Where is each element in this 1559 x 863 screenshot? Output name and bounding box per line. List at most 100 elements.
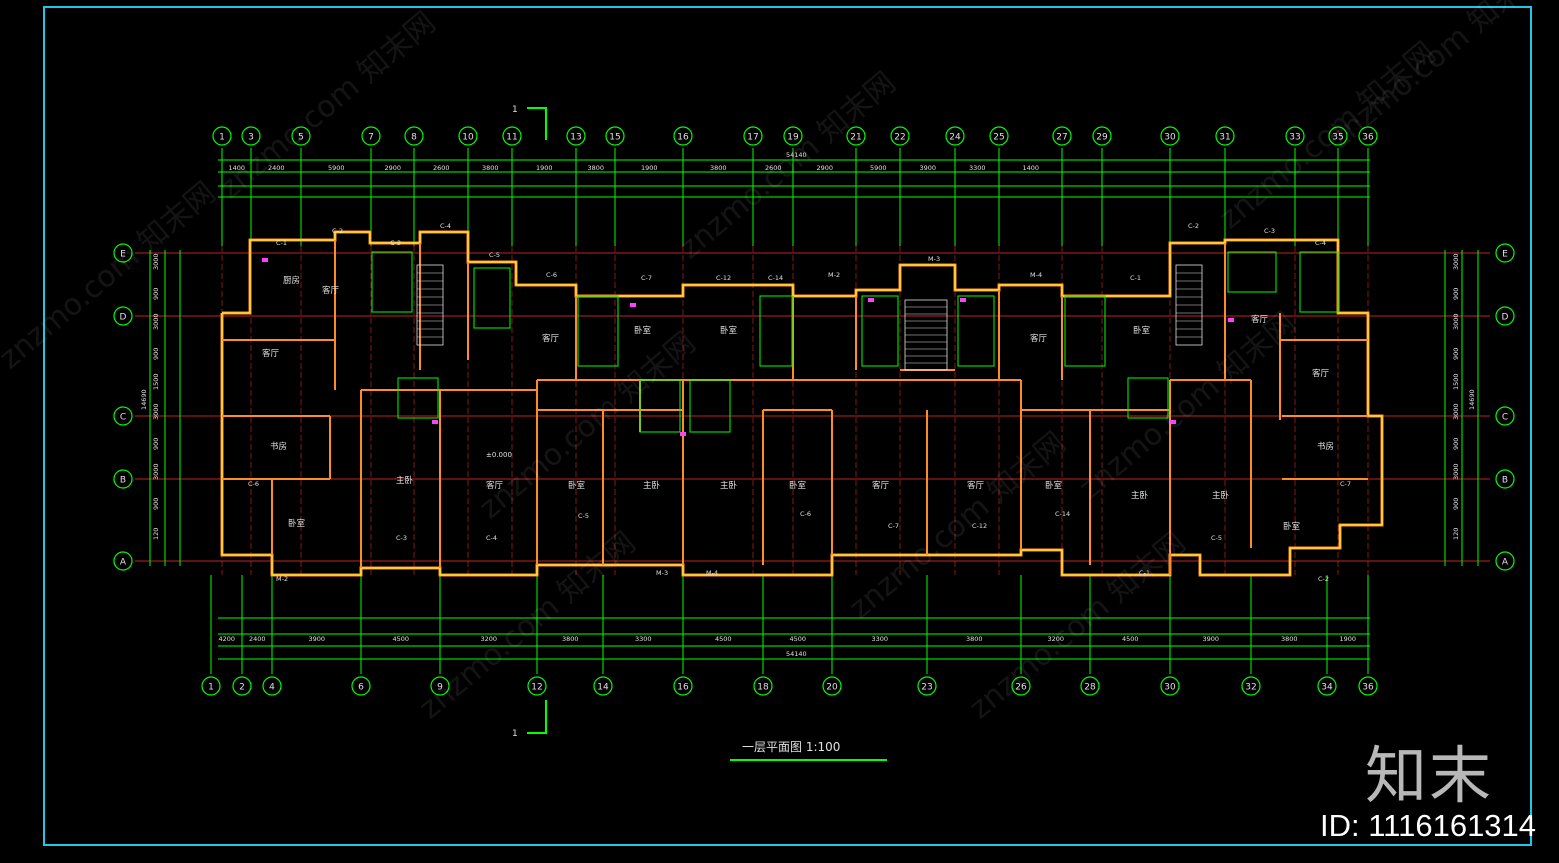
window-tag-26: C-3 [396,534,407,542]
axis-bubble-top-15-label: 15 [609,133,620,143]
axis-bubble-top-29-label: 29 [1096,133,1108,143]
axis-bubble-top-13-label: 13 [570,133,581,143]
dim-top-text: 2400 [268,164,285,172]
axis-bubble-top-30-circle [1160,126,1180,146]
watermark-tile-4: znzmo.com 知末网 [843,425,1073,626]
side-total-left: 14690 [140,389,148,410]
axis-bubble-top-36-label: 36 [1362,133,1374,143]
axis-bubble-top-17-label: 17 [747,133,758,143]
axis-bubble-bottom-18-label: 18 [757,683,769,693]
watermark-id: ID: 1116161314 [1320,808,1537,843]
axis-bubble-bottom-14-label: 14 [597,683,609,693]
window-tag-8: C-14 [768,274,783,282]
axis-bubble-top-22-label: 22 [894,133,905,143]
wet-area-3 [861,295,899,367]
window-tag-25: C-2 [1318,575,1329,583]
axis-bubble-top-25: 25 [989,126,1009,146]
dim-left-text: 3000 [152,463,160,480]
section-mark-bottom: 1 [512,700,547,739]
axis-bubble-top-29: 29 [1092,126,1112,146]
axis-bubble-left-B-circle [113,469,133,489]
dim-bottom-text: 3300 [872,635,889,643]
axis-bubble-bottom-28-circle [1080,676,1100,696]
axis-bubble-top-33-circle [1285,126,1305,146]
axis-bubble-bottom-28: 28 [1080,676,1100,696]
axis-bubble-top-10-circle [458,126,478,146]
axis-bubble-top-5-label: 5 [298,133,304,143]
axis-bubble-top-19: 19 [783,126,803,146]
window-tag-9: M-2 [828,271,840,279]
axis-bubble-right-E-label: E [1502,250,1508,260]
axis-bubble-bottom-23-label: 23 [921,683,932,693]
axis-bubble-bottom-14-circle [593,676,613,696]
dim-bottom-text: 3800 [562,635,579,643]
axis-bubble-top-24: 24 [945,126,965,146]
dim-left-text: 3000 [152,313,160,330]
window-tag-3: C-4 [440,222,451,230]
axis-bubble-top-7: 7 [361,126,381,146]
axis-bubble-top-36-circle [1358,126,1378,146]
dim-top-text: 2900 [385,164,402,172]
stair-1 [904,299,948,371]
axis-bubble-bottom-6: 6 [351,676,371,696]
axis-bubble-top-24-label: 24 [949,133,961,143]
window-tag-20: C-14 [1055,510,1070,518]
axis-bubble-bottom-2-circle [232,676,252,696]
wet-area-2 [759,295,793,367]
axis-bubble-top-33: 33 [1285,126,1305,146]
axis-bubble-left-B: B [113,469,133,489]
dim-bottom-text: 4200 [219,635,236,643]
axis-bubble-top-15-circle [605,126,625,146]
axis-bubble-top-11-label: 11 [506,133,517,143]
axis-bubble-top-29-circle [1092,126,1112,146]
axis-bubble-top-36: 36 [1358,126,1378,146]
dim-top-text: 1900 [641,164,658,172]
wet-area-9 [397,377,439,419]
door-marker-2 [868,298,874,302]
axis-bubble-top-21-circle [846,126,866,146]
door-marker-4 [1228,318,1234,322]
axis-bubble-bottom-34-circle [1317,676,1337,696]
title-block: 一层平面图 1:100 [730,740,887,761]
axis-bubble-bottom-1: 1 [201,676,221,696]
axis-bubble-right-B: B [1495,469,1515,489]
dim-right-text: 3000 [1452,463,1460,480]
axis-bubble-top-27-label: 27 [1056,133,1067,143]
axis-bubble-right-B-circle [1495,469,1515,489]
axis-bubble-right-B-label: B [1502,476,1508,486]
dim-right-text: 3000 [1452,313,1460,330]
level-mark: ±0.000 [486,451,512,459]
dim-bottom-text: 4500 [790,635,807,643]
axis-bubble-top-17-circle [743,126,763,146]
wet-area-10 [1127,377,1169,419]
dim-right-text: 900 [1452,438,1460,450]
axis-bubble-top-27: 27 [1052,126,1072,146]
room-label-master-e1: 主卧 [1131,490,1149,501]
dim-left-text: 3000 [152,403,160,420]
window-tag-2: C-3 [390,239,401,247]
axis-bubble-bottom-2-label: 2 [239,683,245,693]
axis-bubble-left-A: A [113,551,133,571]
room-label-master-m2: 主卧 [720,480,738,491]
axis-bubble-top-10: 10 [458,126,478,146]
wet-area-11 [639,379,681,433]
axis-bubble-bottom-16-label: 16 [677,683,689,693]
room-label-living-e2: 客厅 [1312,368,1330,379]
watermark-tile-5: znzmo.com 知末网 [1073,305,1303,506]
axis-bubble-top-8: 8 [404,126,424,146]
window-tag-0: C-1 [276,239,287,247]
axis-bubble-right-A: A [1495,551,1515,571]
door-marker-1 [630,303,636,307]
axis-bubble-top-19-circle [783,126,803,146]
axis-bubble-top-35-label: 35 [1332,133,1343,143]
room-label-bed-m3: 卧室 [789,480,807,491]
stair-0 [416,264,444,346]
axis-bubble-bottom-12-label: 12 [531,683,542,693]
window-tag-28: C-5 [1211,534,1222,542]
axis-bubble-left-E: E [113,243,133,263]
axis-bubble-bottom-18: 18 [753,676,773,696]
axis-bubble-bottom-36: 36 [1358,676,1378,696]
window-tag-16: C-5 [578,512,589,520]
